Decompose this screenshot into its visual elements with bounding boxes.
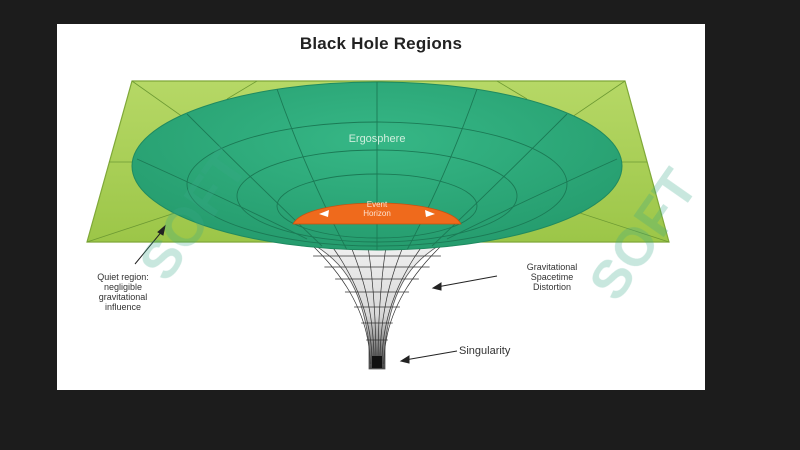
- diagram-title: Black Hole Regions: [299, 34, 463, 53]
- spacetime-funnel: [296, 235, 458, 370]
- black-hole-diagram: SOFT SOFT: [86, 80, 705, 370]
- event-horizon-label: Event Horizon: [363, 200, 391, 218]
- singularity-label: Singularity: [459, 345, 511, 357]
- ergosphere-label: Ergosphere: [348, 133, 406, 145]
- event-horizon-arrows: [319, 210, 435, 217]
- quiet-region-label: Quiet region: negligible gravitational i…: [97, 272, 149, 312]
- ergosphere-region: [131, 81, 623, 251]
- label-pointer-arrows: [134, 224, 498, 364]
- singularity-point: [372, 356, 382, 368]
- spacetime-distortion-label: Gravitational Spacetime Distortion: [526, 262, 578, 292]
- event-horizon-region: [292, 202, 462, 225]
- diagram-panel: SOFT SOFT Black Hole Regions Ergosphere …: [57, 24, 705, 390]
